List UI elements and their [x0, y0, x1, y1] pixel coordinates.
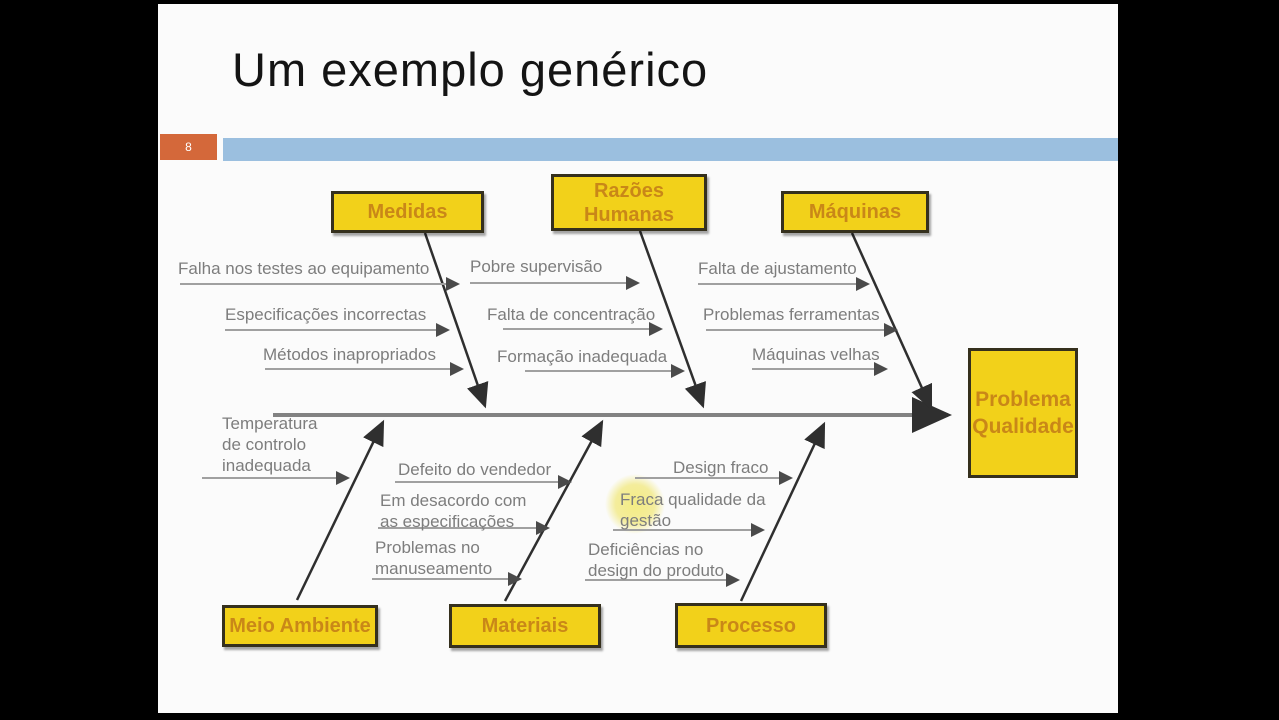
category-box-meio-ambiente: Meio Ambiente	[222, 605, 378, 647]
cause-label: Deficiências no design do produto	[588, 540, 725, 580]
category-box-razoes-humanas: Razões Humanas	[551, 174, 707, 231]
cause-label: Falta de concentração	[487, 305, 656, 324]
category-box-medidas: Medidas	[331, 191, 484, 233]
cause-label: Pobre supervisão	[470, 257, 603, 276]
accent-bar	[223, 138, 1118, 161]
branch-line-maquinas	[850, 232, 933, 411]
branch-line-medidas	[423, 232, 489, 409]
branch-line-meio-ambiente	[295, 419, 385, 601]
cause-label: Métodos inapropriados	[263, 345, 436, 364]
fishbone-diagram-lines	[180, 230, 952, 602]
cause-label: Temperatura de controlo inadequada	[222, 414, 318, 475]
cause-label: Falta de ajustamento	[698, 259, 857, 278]
category-box-processo: Processo	[675, 603, 827, 648]
cause-label: Fraca qualidade da gestão	[620, 490, 766, 530]
branch-line-processo	[739, 421, 826, 602]
page-number-badge: 8	[160, 134, 217, 160]
slide: Um exemplo genérico 8	[158, 4, 1118, 713]
cause-label: Formação inadequada	[497, 347, 668, 366]
cause-label: Máquinas velhas	[752, 345, 880, 364]
page-number: 8	[185, 140, 192, 154]
slide-title: Um exemplo genérico	[232, 43, 709, 96]
cause-label: Defeito do vendedor	[398, 460, 552, 479]
branch-line-razoes-humanas	[638, 230, 706, 409]
cause-label: Problemas ferramentas	[703, 305, 880, 324]
category-box-materiais: Materiais	[449, 604, 601, 648]
effect-box: Problema Qualidade	[968, 348, 1078, 478]
cause-label: Problemas no manuseamento	[375, 538, 493, 578]
cause-label: Falha nos testes ao equipamento	[178, 259, 430, 278]
branch-line-materiais	[503, 419, 604, 602]
presenter-highlight	[605, 474, 665, 534]
category-box-maquinas: Máquinas	[781, 191, 929, 233]
cause-label: Em desacordo com as especificações	[380, 491, 527, 531]
cause-label: Design fraco	[673, 458, 769, 477]
cause-label: Especificações incorrectas	[225, 305, 427, 324]
